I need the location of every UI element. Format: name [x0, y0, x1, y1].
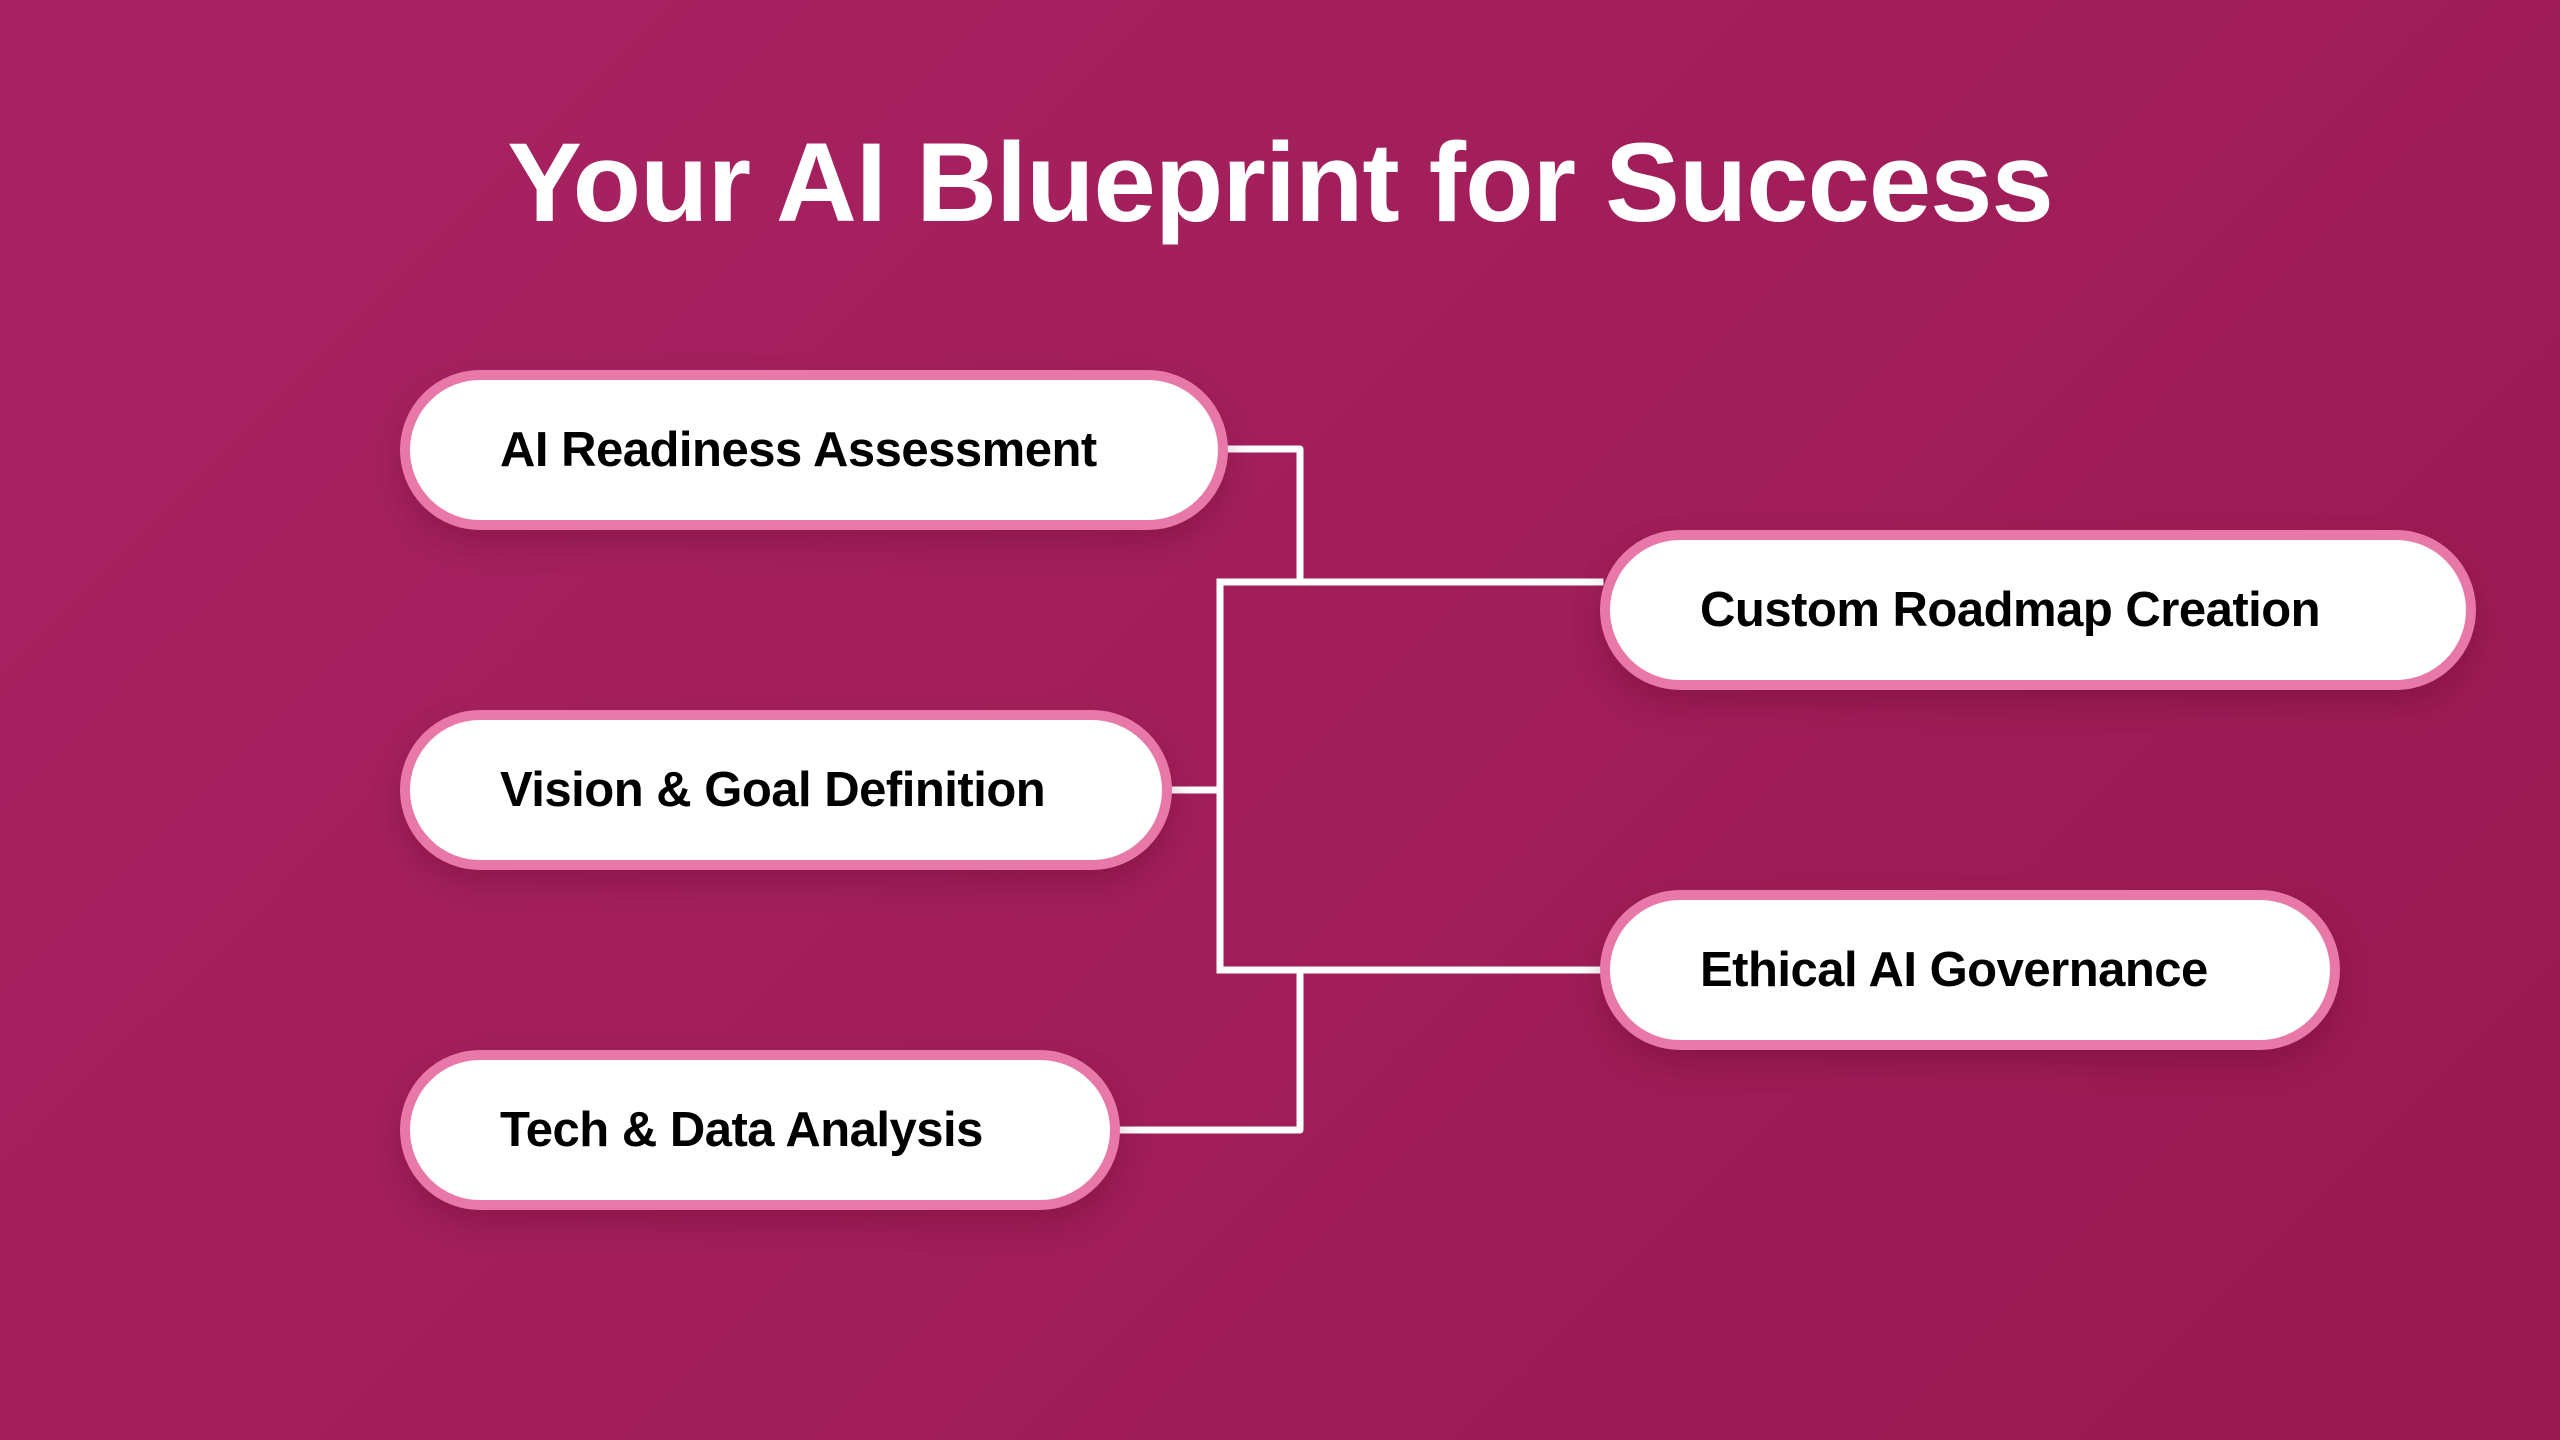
node-vision-goal-definition[interactable]: Vision & Goal Definition — [400, 710, 1172, 870]
connector-readiness-to-roadmap — [1224, 445, 1304, 586]
node-label: AI Readiness Assessment — [500, 423, 1097, 477]
page-title: Your AI Blueprint for Success — [507, 120, 2054, 245]
node-label: Vision & Goal Definition — [500, 763, 1046, 817]
node-label: Tech & Data Analysis — [500, 1103, 983, 1157]
node-custom-roadmap-creation[interactable]: Custom Roadmap Creation — [1600, 530, 2476, 690]
node-label: Ethical AI Governance — [1700, 943, 2208, 997]
node-ai-readiness-assessment[interactable]: AI Readiness Assessment — [400, 370, 1228, 530]
connector-techdata-to-governance — [1116, 966, 1304, 1134]
node-tech-data-analysis[interactable]: Tech & Data Analysis — [400, 1050, 1120, 1210]
node-label: Custom Roadmap Creation — [1700, 583, 2321, 637]
node-ethical-ai-governance[interactable]: Ethical AI Governance — [1600, 890, 2340, 1050]
